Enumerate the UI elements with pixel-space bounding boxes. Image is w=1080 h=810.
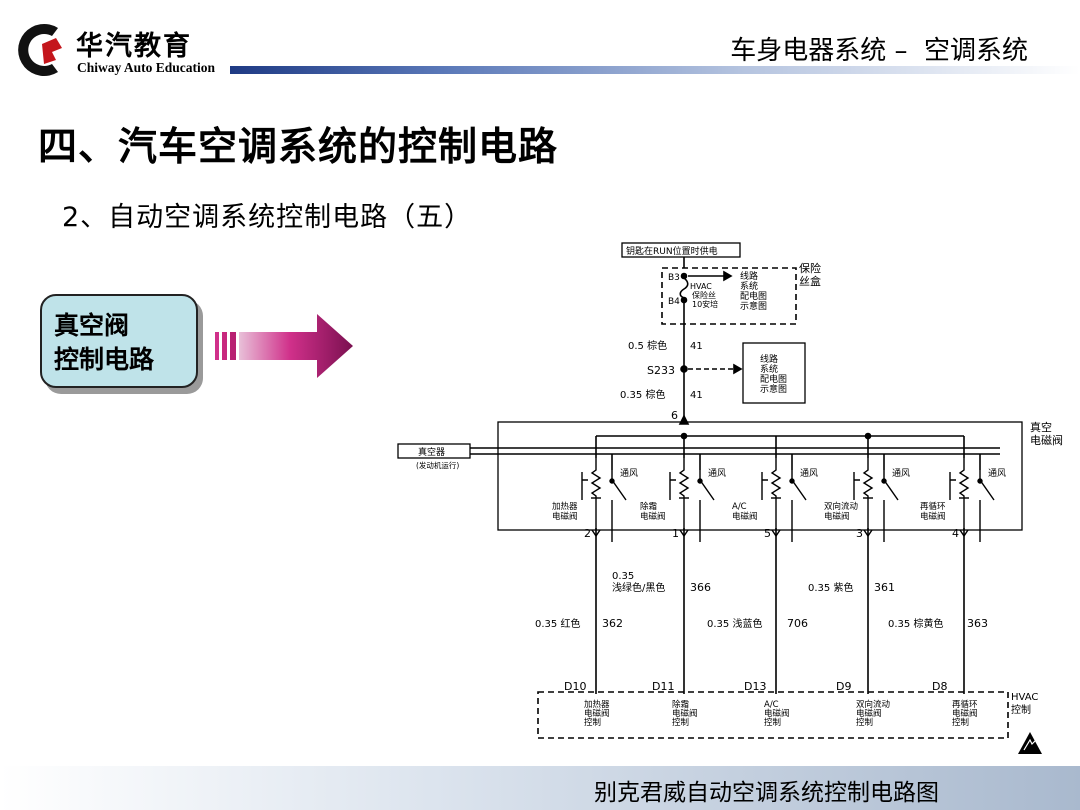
footer-caption: 别克君威自动空调系统控制电路图 [594,780,939,806]
module-pin-name-line2: 电磁阀 [856,708,882,719]
callout-box: 真空阀 控制电路 [40,294,198,388]
solenoid-valve [949,458,995,542]
wire-spec: 0.35 棕黄色 [888,617,943,630]
module-pin-name-line2: 电磁阀 [764,708,790,719]
module-pin-name-line3: 控制 [856,717,873,728]
module-pin-name-line3: 控制 [584,717,601,728]
pin-feed: 6 [671,409,678,422]
splice-ref-3: 配电图 [760,373,787,385]
module-pin: D13 [744,680,766,693]
wire-number: 362 [602,617,623,630]
module-pin-name-line2: 电磁阀 [952,708,978,719]
solenoid-valve [581,458,627,542]
module-pin: D11 [652,680,674,693]
valve-pin: 1 [672,527,679,540]
module-pin-name-line1: 除霜 [672,699,689,710]
fuse-text-2: 保险丝 [692,290,716,300]
fuse-ref-3: 配电图 [740,290,767,302]
wire-spec: 0.35 红色 [535,617,580,630]
module-pin-name-line3: 控制 [672,717,689,728]
vacuum-source: 真空器 [418,446,445,458]
module-pin-name-line1: 双向流动 [856,699,891,710]
vent-label: 通风 [620,468,638,479]
vent-label: 通风 [988,468,1006,479]
fuse-term-b3: B3 [668,273,680,283]
brand-c-logo-icon [18,24,62,77]
valve-name-line1: 双向流动 [824,501,859,512]
solenoid-block-label-1: 真空 [1030,420,1052,434]
power-label: 钥匙在RUN位置时供电 [626,245,718,257]
valve-name-line2: 电磁阀 [732,511,758,522]
wire-number: 361 [874,581,895,594]
vent-label: 通风 [800,468,818,479]
valve-name-line2: 电磁阀 [824,511,850,522]
fuse-term-b4: B4 [668,297,680,307]
callout-line-2: 控制电路 [54,345,155,374]
splice-ref-1: 线路 [760,353,778,365]
wire-mid-num: 41 [690,390,703,401]
vacuum-note: (发动机运行) [416,460,459,470]
splice-ref-4: 示意图 [760,383,787,395]
esd-warning-icon [1018,732,1042,754]
solenoid-valve [761,458,807,542]
solenoid-block-label-2: 电磁阀 [1030,433,1063,447]
module-pin-name-line1: 再循环 [952,699,978,710]
fuse-text-1: HVAC [690,282,712,291]
brand-name-en: Chiway Auto Education [77,60,216,75]
module-pin-name-line1: A/C [764,700,779,710]
solenoid-valve [669,458,715,542]
module-name-2: 控制 [1011,703,1031,716]
valve-name-line1: A/C [732,502,747,512]
valve-pin: 2 [584,527,591,540]
fuse-ref-4: 示意图 [740,300,767,312]
wire-spec: 0.35 紫色 [808,581,853,594]
vent-label: 通风 [892,468,910,479]
fuse-ref-1: 线路 [740,270,758,282]
arrow-right-icon [215,314,353,378]
wire-mid-spec: 0.35 棕色 [620,388,665,401]
splice-ref-2: 系统 [760,363,778,375]
vent-label: 通风 [708,468,726,479]
header-gradient-bar [230,66,1080,74]
valve-name-line1: 加热器 [552,501,578,512]
wire-spec: 0.35 浅蓝色 [707,617,762,630]
fuse-text-3: 10安培 [692,299,718,309]
module-pin-name-line3: 控制 [764,717,781,728]
module-name-1: HVAC [1011,692,1038,703]
wire-number: 366 [690,581,711,594]
valve-pin: 3 [856,527,863,540]
module-pin: D9 [836,680,851,693]
module-pin-name-line2: 电磁阀 [584,708,610,719]
splice-label: S233 [647,364,675,377]
wire-number: 363 [967,617,988,630]
solenoid-valve [853,458,899,542]
header-topic: 车身电器系统 – 空调系统 [730,36,1028,66]
valve-pin: 5 [764,527,771,540]
wire-top-spec: 0.5 棕色 [628,339,667,352]
footer-band [0,766,1080,810]
valve-name-line2: 电磁阀 [552,511,578,522]
module-pin-name-line2: 电磁阀 [672,708,698,719]
page-title: 四、汽车空调系统的控制电路 [38,125,559,170]
section-subtitle: 2、自动空调系统控制电路（五） [62,202,473,233]
valve-name-line2: 电磁阀 [640,511,666,522]
module-pin-name-line3: 控制 [952,717,969,728]
fuse-box-label-1: 保险 [799,261,821,275]
module-pin: D8 [932,680,947,693]
valve-name-line2: 电磁阀 [920,511,946,522]
wire-top-num: 41 [690,341,703,352]
module-pin-name-line1: 加热器 [584,699,610,710]
valve-pin: 4 [952,527,959,540]
module-pin: D10 [564,680,586,693]
fuse-box-label-2: 丝盒 [799,274,821,288]
valve-name-line1: 再循环 [920,501,946,512]
wire-number: 706 [787,617,808,630]
fuse-ref-2: 系统 [740,280,758,292]
valve-name-line1: 除霜 [640,501,657,512]
brand-name-cn: 华汽教育 [76,31,192,62]
callout-line-1: 真空阀 [54,311,130,340]
